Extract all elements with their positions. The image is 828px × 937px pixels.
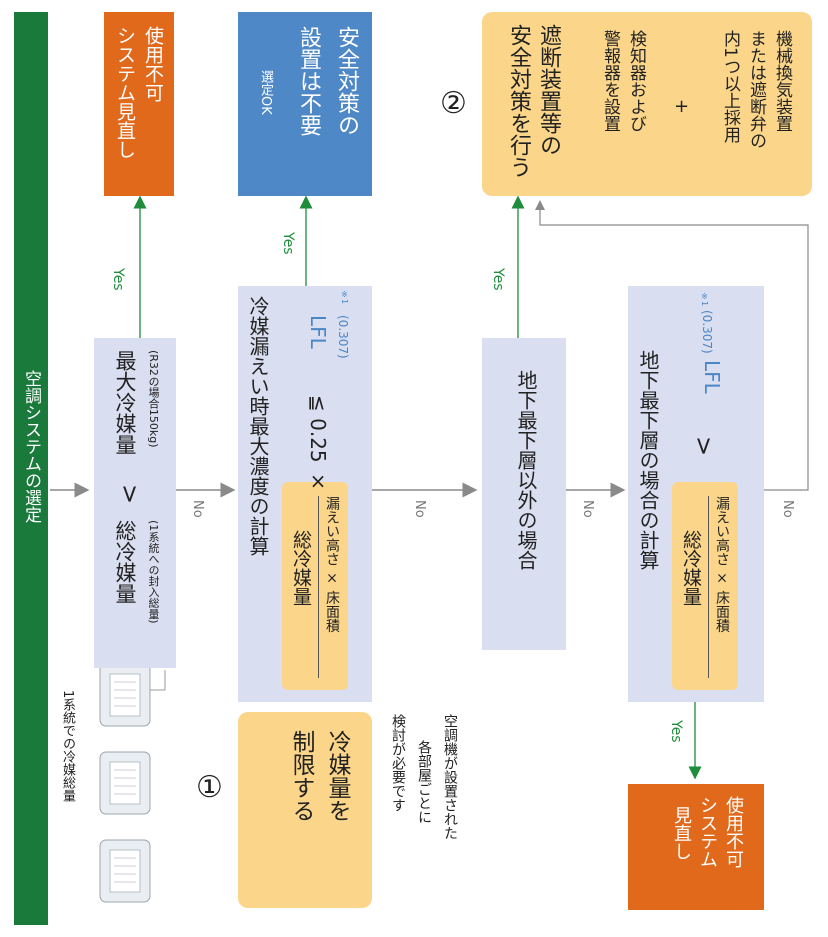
header-bar — [14, 12, 48, 925]
basement-lfl: LFL — [700, 360, 724, 394]
yes-label: Yes — [110, 268, 126, 291]
basement-denominator: 漏えい高さ × 床面積 — [714, 496, 730, 633]
calc1-lfl: LFL — [306, 315, 330, 349]
basement-compare: > — [690, 435, 719, 457]
unusable-box-top — [104, 12, 174, 196]
fraction-divider — [708, 496, 709, 678]
unusable-bottom-line1: 使用不可 — [723, 796, 744, 868]
step1-number: ① — [196, 770, 223, 805]
safety-opt2-c: 内1つ以上採用 — [720, 30, 740, 143]
units-caption: 1系統での冷媒総量 — [60, 690, 75, 803]
safety-opt2-a: 機械換気装置 — [772, 30, 792, 132]
safety-opt1-b: 警報器を設置 — [600, 30, 620, 132]
selection-ok-line2: 設置は不要 — [296, 26, 321, 136]
unusable-line1: 使用不可 — [142, 26, 164, 102]
selection-ok-line1: 安全対策の — [334, 26, 359, 136]
fraction-divider — [318, 496, 319, 678]
total-refrigerant-note: (1系統への封入総量) — [147, 520, 160, 624]
selection-ok-box — [238, 12, 372, 196]
ac-unit-icon — [96, 660, 154, 730]
max-refrigerant-note: (R32の場合150kg) — [147, 350, 160, 448]
safety-opt2-b: または遮断弁の — [746, 30, 766, 149]
total-refrigerant-title: 総冷媒量 — [113, 520, 137, 604]
limit-refrigerant-box — [238, 712, 372, 908]
ac-unit-icon — [96, 748, 154, 818]
safety-line2: 安全対策を行う — [506, 24, 531, 178]
safety-measures-box — [482, 12, 812, 196]
yes-label: Yes — [280, 232, 296, 255]
calc1-denominator: 漏えい高さ × 床面積 — [324, 496, 340, 633]
basement-calc-title: 地下最下層の場合の計算 — [636, 350, 660, 570]
calc1-numerator: 総冷媒量 — [290, 530, 312, 606]
unusable-bottom-line3: 見直し — [671, 806, 692, 860]
non-basement-label: 地下最下層以外の場合 — [514, 370, 538, 570]
limit-line2: 制限する — [288, 730, 314, 822]
limit-line1: 冷媒量を — [324, 730, 350, 822]
max-refrigerant-title: 最大冷媒量 — [113, 350, 137, 455]
yes-label: Yes — [490, 268, 506, 291]
no-label: No — [412, 500, 427, 518]
unusable-bottom-line2: システム — [697, 796, 718, 868]
basement-numerator: 総冷媒量 — [680, 530, 702, 606]
basement-footnote: ※1 — [700, 292, 709, 307]
basement-fraction-box — [672, 482, 738, 690]
safety-opt1-a: 検知器および — [626, 30, 646, 132]
calc1-footnote: ※1 — [340, 290, 349, 305]
calc1-title: 冷媒漏えい時最大濃度の計算 — [246, 296, 270, 556]
selection-ok-label: 選定OK — [258, 70, 273, 115]
calc1-fraction-box — [282, 482, 348, 690]
greater-than-symbol: > — [116, 483, 145, 505]
refrigerant-compare-box — [94, 338, 176, 668]
step2-number: ② — [440, 86, 467, 121]
unusable-line2: システム見直し — [114, 26, 136, 159]
calc1-lfl-value: (0.307) — [336, 315, 350, 359]
basement-lfl-value: (0.307) — [700, 310, 714, 354]
no-label: No — [780, 500, 795, 518]
calc1-compare: ≦ 0.25 × — [306, 395, 330, 494]
limit-note-line1: 空調機が設置された — [442, 714, 458, 840]
no-label: No — [190, 500, 205, 518]
non-basement-box — [482, 338, 566, 650]
no-label: No — [580, 500, 595, 518]
page-title: 空調システムの選定 — [21, 370, 41, 523]
limit-note-line2: 各部屋ごとに — [416, 740, 432, 824]
safety-line1: 遮断装置等の — [536, 24, 561, 156]
yes-label: Yes — [668, 720, 684, 743]
limit-note-line3: 検討が必要です — [390, 714, 406, 812]
unusable-box-bottom — [628, 784, 764, 910]
ac-unit-icon — [96, 836, 154, 906]
plus-sign: + — [674, 96, 690, 117]
